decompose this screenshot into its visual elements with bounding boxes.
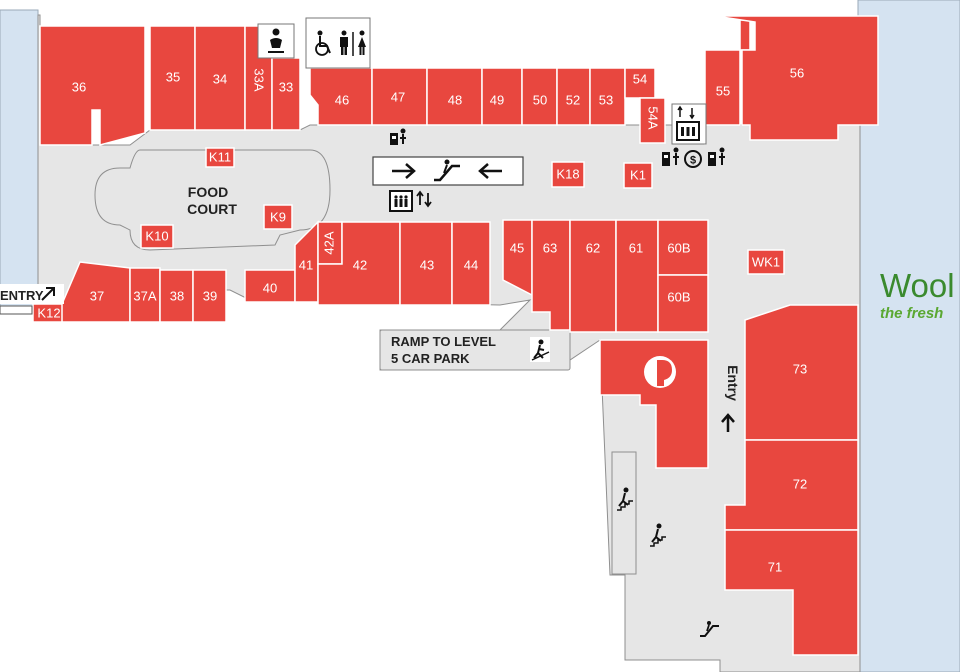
shop-73[interactable] [744, 304, 859, 441]
entry-right-arrow-icon [721, 413, 735, 432]
female-toilet-icon [358, 30, 366, 55]
woolworths-name: Wool [880, 267, 955, 304]
stairs-icon[interactable] [617, 487, 633, 511]
shop-49[interactable] [481, 67, 523, 126]
shop-71[interactable] [724, 529, 859, 656]
shop-52[interactable] [556, 67, 591, 126]
atm-kiosk-icon-top [390, 128, 406, 145]
stairs-icon-2[interactable] [650, 523, 666, 547]
kiosk-k12[interactable] [32, 303, 66, 323]
male-toilet-icon [340, 30, 348, 55]
shop-60b-lower[interactable] [657, 274, 709, 333]
shop-35[interactable] [149, 25, 196, 131]
baby-change-icon [268, 28, 284, 53]
kiosk-k11[interactable] [205, 147, 235, 168]
entry-left-arrow-icon [41, 287, 55, 301]
svg-text:$: $ [690, 155, 696, 167]
shop-39[interactable] [192, 269, 227, 323]
kiosk-wk1[interactable] [747, 249, 785, 275]
shop-54[interactable] [624, 67, 656, 99]
arrow-left-icon [478, 163, 502, 179]
shop-33[interactable] [271, 57, 301, 131]
shop-56[interactable] [714, 15, 879, 141]
shop-60b-upper[interactable] [657, 219, 709, 276]
kiosk-k10[interactable] [140, 224, 174, 249]
shop-44[interactable] [451, 221, 491, 306]
shop-34[interactable] [194, 25, 246, 131]
ramp-walker-icon [530, 337, 550, 362]
shop-53[interactable] [589, 67, 626, 126]
travelator-icon[interactable] [700, 621, 719, 637]
shop-40[interactable] [244, 269, 296, 303]
ramp-panel[interactable] [379, 329, 571, 371]
woolworths-anchor[interactable] [857, 0, 960, 672]
arrow-right-icon [392, 163, 416, 179]
atm-icon[interactable]: $ [662, 147, 725, 168]
lift-icon[interactable] [389, 190, 413, 212]
shop-38[interactable] [159, 269, 194, 323]
escalator-panel[interactable] [372, 156, 524, 186]
left-entry-marker [0, 305, 33, 315]
shop-61[interactable] [615, 219, 659, 333]
australia-post-shop[interactable] [599, 339, 709, 469]
shop-37[interactable] [61, 261, 131, 323]
shop-72[interactable] [724, 439, 859, 531]
shop-43[interactable] [399, 221, 453, 306]
lift-icon-east[interactable] [671, 103, 707, 145]
kiosk-k1[interactable] [623, 162, 653, 189]
accessible-toilet-icon [315, 30, 331, 56]
shop-36[interactable] [39, 25, 146, 146]
stair-panel[interactable] [611, 451, 637, 575]
escalator-icon [434, 159, 460, 182]
kiosk-k18[interactable] [551, 161, 585, 188]
shop-37a[interactable] [129, 267, 161, 323]
left-anchor[interactable] [0, 9, 39, 313]
baby-change-room[interactable] [257, 23, 295, 59]
kiosk-k9[interactable] [263, 204, 293, 230]
shop-42a[interactable] [317, 221, 343, 265]
woolworths-tagline: the fresh [880, 305, 943, 322]
shop-47[interactable] [371, 67, 428, 126]
shop-48[interactable] [426, 67, 483, 126]
toilets-room[interactable] [305, 17, 371, 69]
australia-post-icon [644, 356, 676, 388]
shop-46[interactable] [309, 67, 373, 126]
shop-50[interactable] [521, 67, 558, 126]
shop-62[interactable] [569, 219, 617, 333]
shop-54a[interactable] [639, 97, 666, 144]
lift-up-down-arrows-icon [416, 190, 432, 208]
